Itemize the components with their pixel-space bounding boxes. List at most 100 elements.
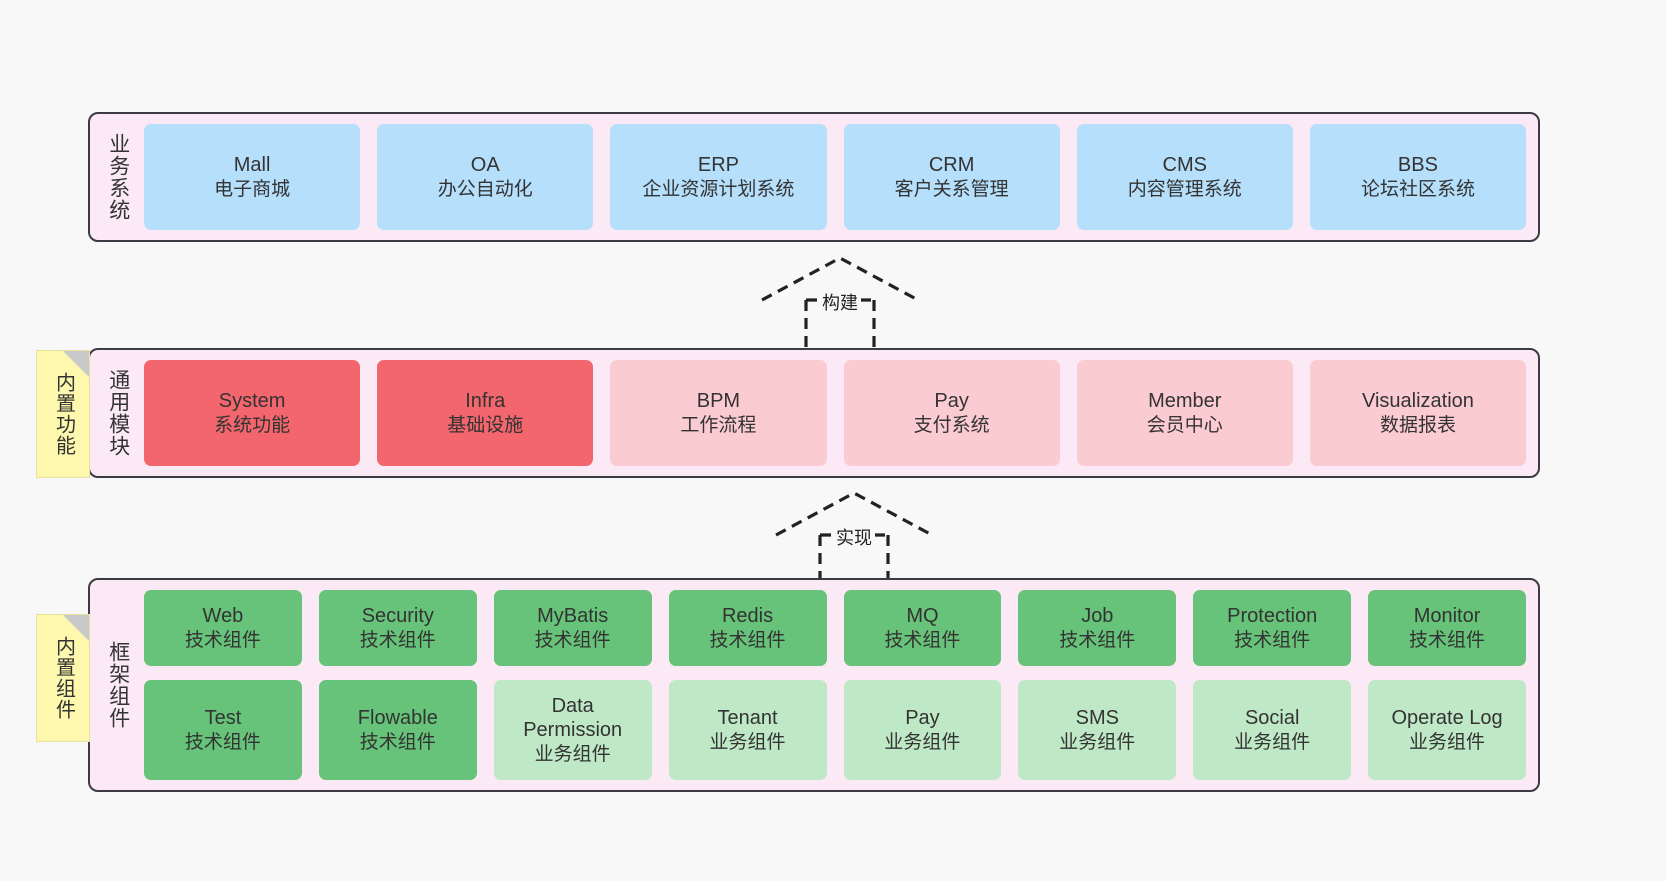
card-web[interactable]: Web 技术组件 — [144, 590, 302, 666]
sticky-note-builtin-component[interactable]: 内置组件 — [36, 614, 90, 742]
card-title: BBS — [1397, 154, 1438, 177]
card-infra[interactable]: Infra 基础设施 — [377, 360, 594, 466]
card-subtitle: 技术组件 — [359, 629, 436, 651]
card-row: System 系统功能 Infra 基础设施 BPM 工作流程 Pay 支付系统… — [144, 360, 1527, 466]
layer-framework-component: 框架组件 Web 技术组件 Security 技术组件 MyBatis 技术组件… — [88, 578, 1540, 792]
card-visualization[interactable]: Visualization 数据报表 — [1309, 360, 1527, 466]
card-mall[interactable]: Mall 电子商城 — [144, 124, 361, 230]
layer-title-common-module: 通用模块 — [106, 369, 130, 457]
card-subtitle: 论坛社区系统 — [1360, 178, 1475, 200]
card-grid-business-system: Mall 电子商城 OA 办公自动化 ERP 企业资源计划系统 CRM 客户关系… — [138, 124, 1527, 230]
card-protection[interactable]: Protection 技术组件 — [1193, 590, 1352, 666]
card-subtitle: 业务组件 — [1059, 731, 1136, 753]
card-sms[interactable]: SMS 业务组件 — [1018, 679, 1177, 781]
card-title: Security — [361, 605, 434, 628]
card-erp[interactable]: ERP 企业资源计划系统 — [610, 124, 827, 230]
card-cms[interactable]: CMS 内容管理系统 — [1076, 124, 1293, 230]
card-pay-business[interactable]: Pay 业务组件 — [843, 679, 1002, 781]
card-mybatis[interactable]: MyBatis 技术组件 — [493, 590, 652, 666]
card-mq[interactable]: MQ 技术组件 — [843, 590, 1002, 666]
card-subtitle: 技术组件 — [184, 629, 261, 651]
card-subtitle: 基础设施 — [447, 414, 524, 436]
card-tenant[interactable]: Tenant 业务组件 — [668, 679, 827, 781]
connector-label-realize: 实现 — [833, 523, 875, 551]
card-title: Social — [1244, 707, 1300, 730]
card-title: Operate Log — [1391, 707, 1503, 730]
card-subtitle: 业务组件 — [884, 731, 961, 753]
sticky-note-label: 内置功能 — [52, 372, 75, 456]
card-bbs[interactable]: BBS 论坛社区系统 — [1309, 124, 1527, 230]
card-subtitle: 工作流程 — [680, 414, 757, 436]
sticky-note-builtin-function[interactable]: 内置功能 — [36, 350, 90, 478]
card-subtitle: 技术组件 — [534, 629, 611, 651]
card-title: Tenant — [717, 707, 778, 730]
card-row: Mall 电子商城 OA 办公自动化 ERP 企业资源计划系统 CRM 客户关系… — [144, 124, 1527, 230]
card-test[interactable]: Test 技术组件 — [144, 679, 302, 781]
card-subtitle: 技术组件 — [1409, 629, 1486, 651]
card-title: MyBatis — [537, 605, 609, 628]
card-subtitle: 数据报表 — [1379, 414, 1456, 436]
card-crm[interactable]: CRM 客户关系管理 — [843, 124, 1060, 230]
card-title: BPM — [696, 390, 741, 413]
card-title: System — [218, 390, 286, 413]
card-title: Mall — [233, 154, 271, 177]
layer-title-framework-component: 框架组件 — [106, 641, 130, 729]
arrowhead-up-outline — [775, 491, 933, 537]
arrowhead-up-outline — [761, 256, 919, 302]
card-redis[interactable]: Redis 技术组件 — [668, 590, 827, 666]
card-subtitle: 业务组件 — [534, 743, 611, 765]
card-subtitle: 业务组件 — [1409, 731, 1486, 753]
card-subtitle: 业务组件 — [1234, 731, 1311, 753]
card-data-permission[interactable]: Data Permission 业务组件 — [493, 679, 652, 781]
card-pay[interactable]: Pay 支付系统 — [843, 360, 1060, 466]
card-title: Redis — [721, 605, 774, 628]
card-subtitle: 技术组件 — [1234, 629, 1311, 651]
card-flowable[interactable]: Flowable 技术组件 — [318, 679, 477, 781]
card-row: Web 技术组件 Security 技术组件 MyBatis 技术组件 Redi… — [144, 590, 1526, 666]
card-oa[interactable]: OA 办公自动化 — [377, 124, 594, 230]
connector-build: 构建 — [750, 252, 930, 352]
card-operate-log[interactable]: Operate Log 业务组件 — [1368, 679, 1526, 781]
card-title: Protection — [1227, 605, 1318, 628]
card-title: Data Permission — [523, 694, 623, 742]
card-subtitle: 技术组件 — [709, 629, 786, 651]
card-grid-common-module: System 系统功能 Infra 基础设施 BPM 工作流程 Pay 支付系统… — [138, 360, 1527, 466]
card-title: OA — [470, 154, 500, 177]
card-subtitle: 技术组件 — [884, 629, 961, 651]
layer-common-module: 通用模块 System 系统功能 Infra 基础设施 BPM 工作流程 Pay… — [88, 348, 1540, 478]
card-title: SMS — [1075, 707, 1119, 730]
card-member[interactable]: Member 会员中心 — [1076, 360, 1293, 466]
card-row: Test 技术组件 Flowable 技术组件 Data Permission … — [144, 679, 1526, 781]
card-subtitle: 业务组件 — [709, 731, 786, 753]
card-subtitle: 技术组件 — [359, 731, 436, 753]
card-job[interactable]: Job 技术组件 — [1018, 590, 1177, 666]
card-security[interactable]: Security 技术组件 — [318, 590, 477, 666]
card-social[interactable]: Social 业务组件 — [1193, 679, 1352, 781]
card-title: Pay — [934, 390, 969, 413]
sticky-note-label: 内置组件 — [52, 636, 75, 720]
card-title: CRM — [928, 154, 975, 177]
card-title: Flowable — [357, 707, 438, 730]
card-title: Visualization — [1361, 390, 1474, 413]
card-bpm[interactable]: BPM 工作流程 — [610, 360, 827, 466]
card-title: Member — [1148, 390, 1222, 413]
card-subtitle: 系统功能 — [214, 414, 291, 436]
card-subtitle: 办公自动化 — [437, 178, 533, 200]
card-monitor[interactable]: Monitor 技术组件 — [1368, 590, 1526, 666]
card-subtitle: 会员中心 — [1146, 414, 1223, 436]
card-subtitle: 技术组件 — [1059, 629, 1136, 651]
card-subtitle: 支付系统 — [913, 414, 990, 436]
card-title: Monitor — [1413, 605, 1481, 628]
card-grid-framework-component: Web 技术组件 Security 技术组件 MyBatis 技术组件 Redi… — [138, 590, 1526, 781]
card-title: Test — [204, 707, 242, 730]
connector-realize: 实现 — [764, 487, 944, 587]
card-title: Web — [202, 605, 244, 628]
card-title: CMS — [1162, 154, 1207, 177]
card-title: MQ — [906, 605, 939, 628]
card-title: Pay — [905, 707, 940, 730]
card-subtitle: 客户关系管理 — [894, 178, 1009, 200]
layer-business-system: 业务系统 Mall 电子商城 OA 办公自动化 ERP 企业资源计划系统 CRM… — [88, 112, 1540, 242]
card-system[interactable]: System 系统功能 — [144, 360, 361, 466]
connector-label-build: 构建 — [819, 288, 861, 316]
